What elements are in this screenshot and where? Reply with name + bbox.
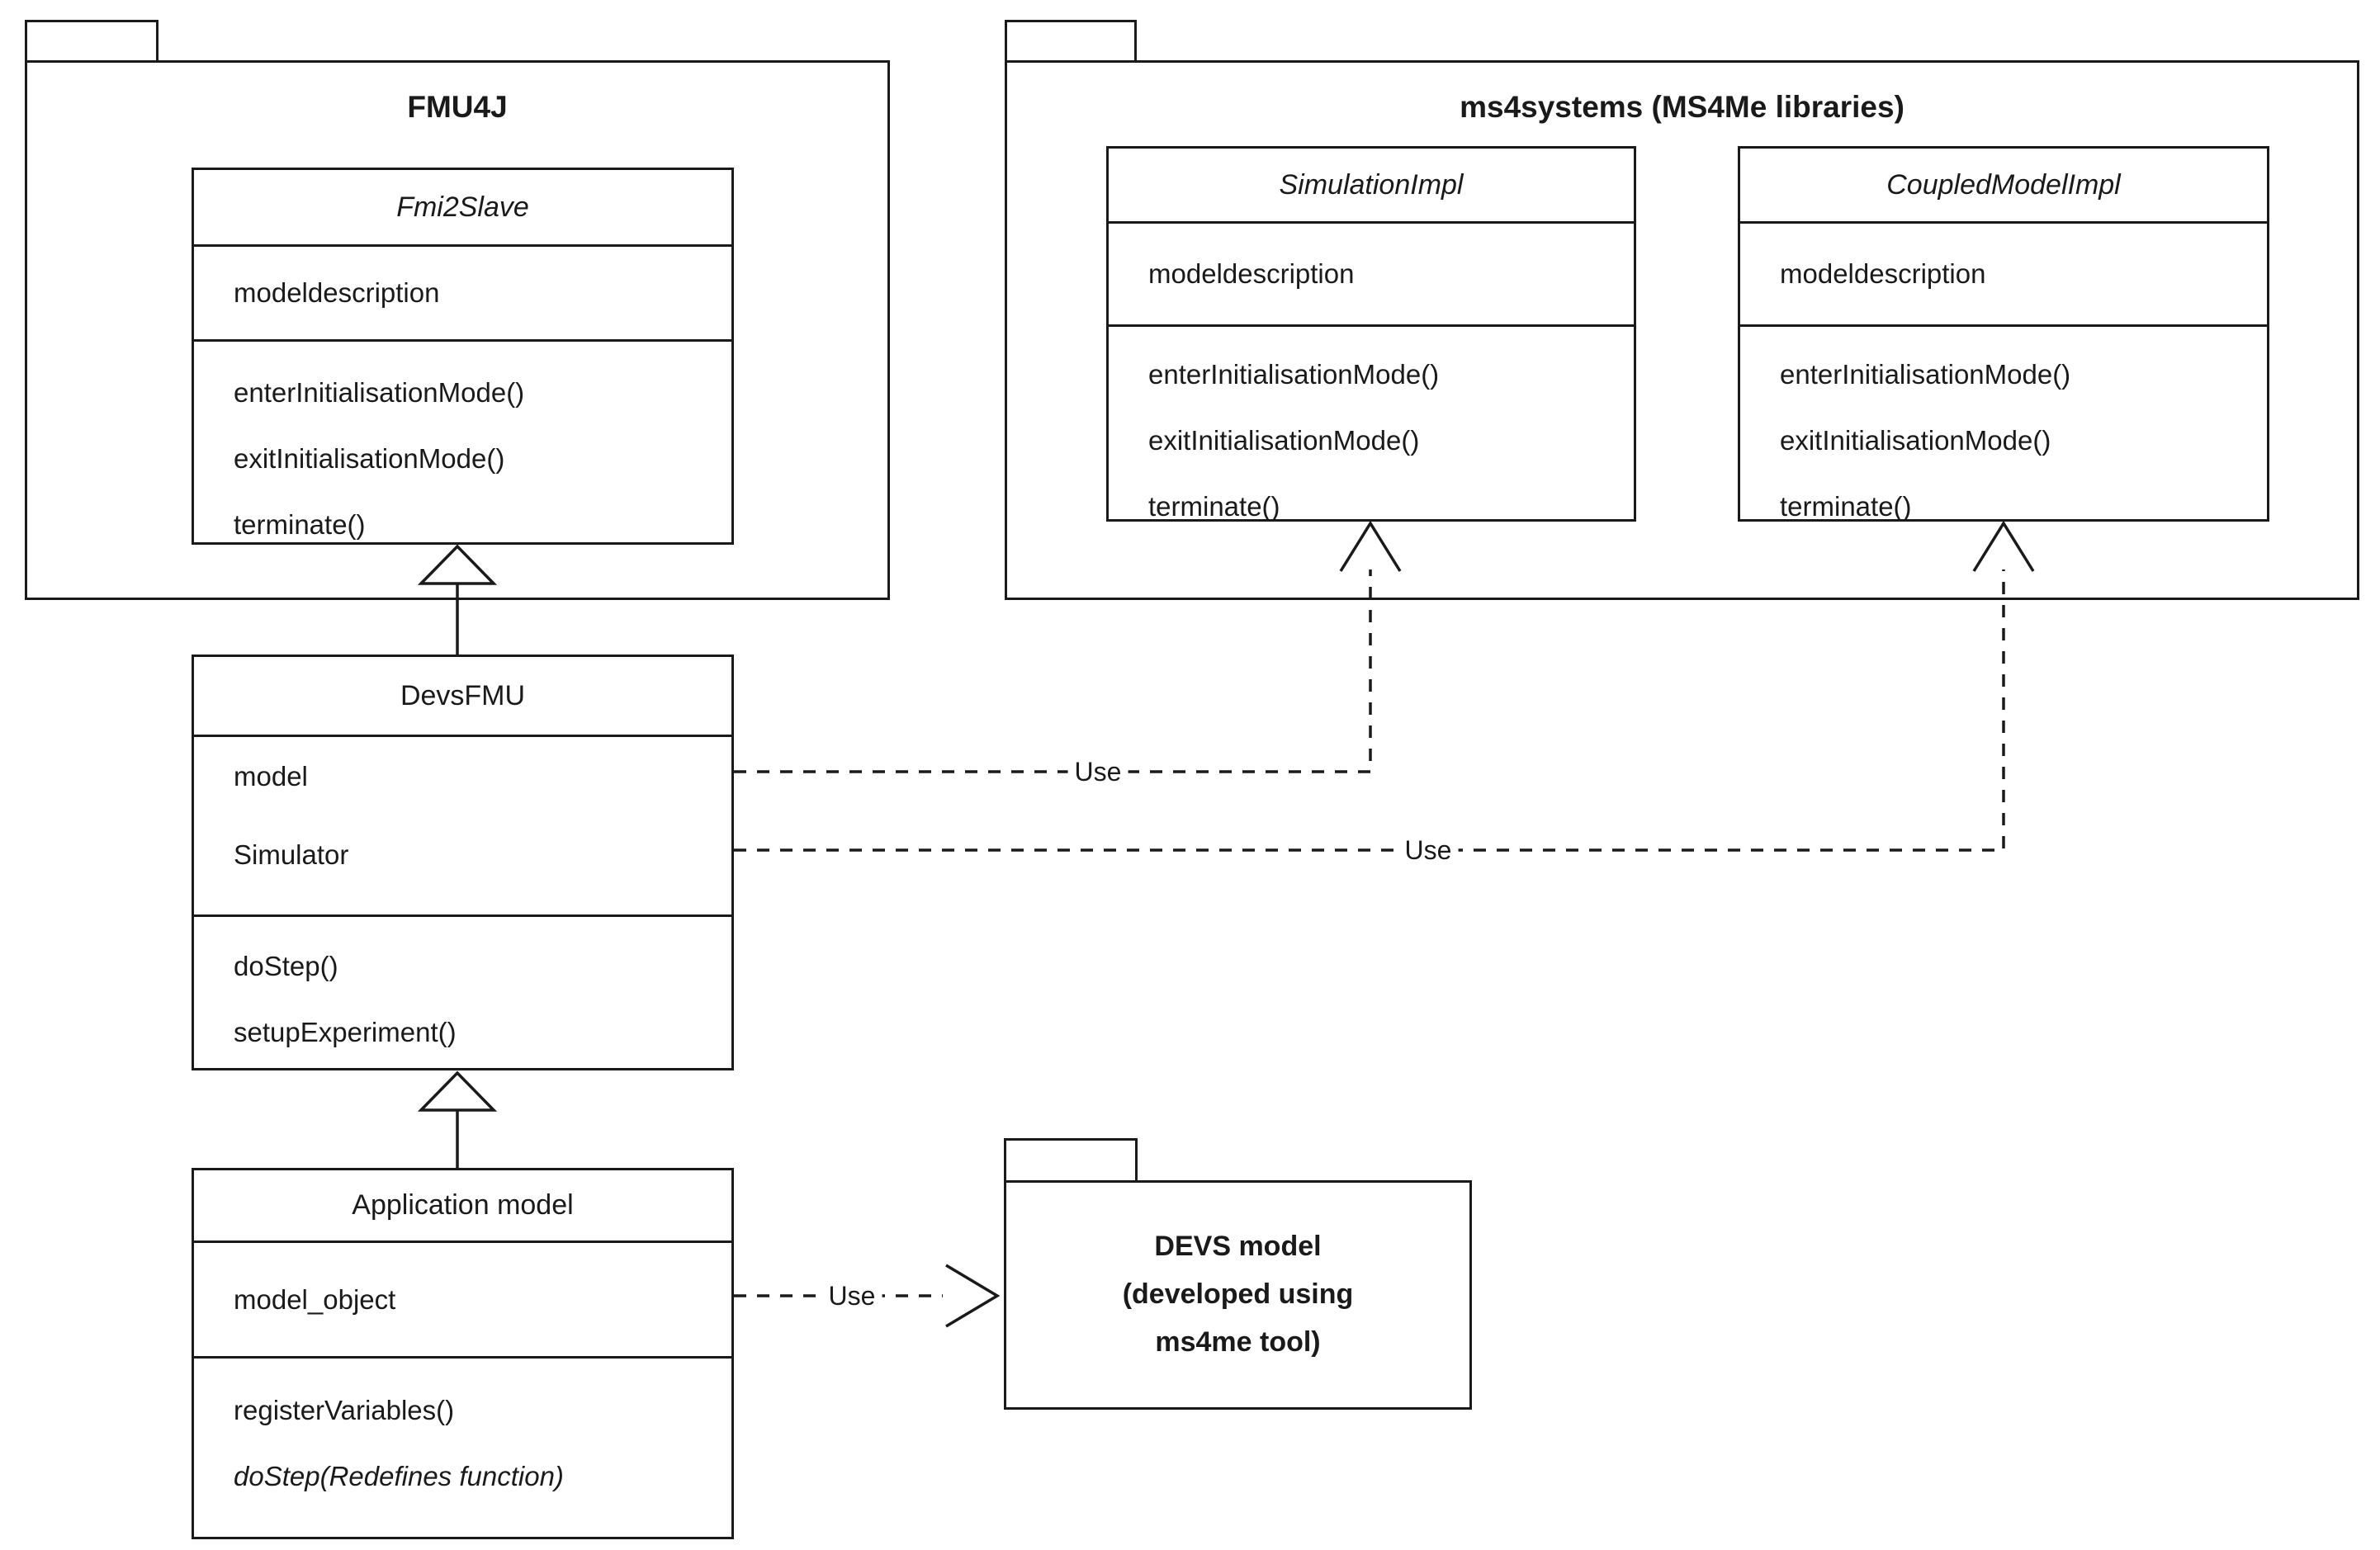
devs-model-package-tab	[1004, 1138, 1138, 1183]
class-fmi2slave-attributes: modeldescription	[194, 244, 731, 339]
class-fmi2slave: Fmi2Slave modeldescription enterInitiali…	[192, 168, 734, 545]
method-item: setupExperiment()	[234, 1017, 457, 1047]
method-item: enterInitialisationMode()	[234, 377, 525, 408]
class-simulationimpl-name-compartment: SimulationImpl	[1109, 149, 1634, 221]
method-item: enterInitialisationMode()	[1148, 359, 1440, 390]
class-application-model: Application model model_object registerV…	[192, 1168, 734, 1539]
class-application-model-attributes: model_object	[194, 1240, 731, 1356]
attribute-item: modeldescription	[1148, 258, 1355, 289]
class-fmi2slave-name-compartment: Fmi2Slave	[194, 170, 731, 244]
attribute-item: modeldescription	[1780, 258, 1986, 289]
use-label-1: Use	[1067, 755, 1128, 788]
method-item: terminate()	[1148, 491, 1280, 522]
class-simulationimpl: SimulationImpl modeldescription enterIni…	[1106, 146, 1636, 522]
fmu4j-package-tab	[25, 20, 159, 63]
class-fmi2slave-name: Fmi2Slave	[396, 191, 529, 223]
generalization-application-model-to-devsfmu	[417, 1070, 498, 1168]
method-item: terminate()	[1780, 491, 1912, 522]
devs-model-package-body: DEVS model (developed using ms4me tool)	[1004, 1180, 1472, 1410]
attribute-item: model_object	[234, 1284, 396, 1315]
class-devsfmu-attributes: model Simulator	[194, 735, 731, 914]
devs-model-package-title: DEVS model (developed using ms4me tool)	[1006, 1222, 1469, 1366]
method-item: doStep()	[234, 951, 338, 981]
method-item: exitInitialisationMode()	[234, 443, 505, 474]
class-devsfmu-methods: doStep() setupExperiment()	[194, 914, 731, 1070]
method-item: terminate()	[234, 509, 366, 540]
class-simulationimpl-name: SimulationImpl	[1279, 168, 1464, 201]
open-arrowhead	[945, 1264, 1001, 1328]
class-coupledmodelimpl: CoupledModelImpl modeldescription enterI…	[1738, 146, 2269, 522]
class-coupledmodelimpl-methods: enterInitialisationMode() exitInitialisa…	[1740, 324, 2267, 522]
class-simulationimpl-methods: enterInitialisationMode() exitInitialisa…	[1109, 324, 1634, 522]
class-application-model-name-compartment: Application model	[194, 1170, 731, 1240]
class-application-model-methods: registerVariables() doStep(Redefines fun…	[194, 1356, 731, 1539]
class-devsfmu-name-compartment: DevsFMU	[194, 657, 731, 735]
devs-model-title-line2: (developed using	[1122, 1278, 1354, 1310]
method-item: exitInitialisationMode()	[1780, 425, 2051, 456]
class-fmi2slave-methods: enterInitialisationMode() exitInitialisa…	[194, 339, 731, 545]
ms4systems-package-title: ms4systems (MS4Me libraries)	[1460, 90, 1904, 124]
devs-model-title-line3: ms4me tool)	[1155, 1326, 1321, 1358]
method-item: doStep(Redefines function)	[234, 1461, 564, 1491]
attribute-item: Simulator	[234, 839, 349, 870]
method-item: registerVariables()	[234, 1395, 455, 1425]
use-label-3: Use	[821, 1279, 882, 1312]
devs-model-title-line1: DEVS model	[1154, 1231, 1322, 1262]
method-item: enterInitialisationMode()	[1780, 359, 2071, 390]
class-coupledmodelimpl-name-compartment: CoupledModelImpl	[1740, 149, 2267, 221]
class-devsfmu: DevsFMU model Simulator doStep() setupEx…	[192, 654, 734, 1070]
hollow-triangle-arrowhead	[417, 1070, 498, 1112]
class-simulationimpl-attributes: modeldescription	[1109, 221, 1634, 324]
class-application-model-name: Application model	[352, 1189, 574, 1221]
class-coupledmodelimpl-attributes: modeldescription	[1740, 221, 2267, 324]
attribute-item: modeldescription	[234, 277, 440, 308]
attribute-item: model	[234, 761, 308, 792]
use-label-2: Use	[1398, 834, 1459, 867]
method-item: exitInitialisationMode()	[1148, 425, 1420, 456]
fmu4j-package-title: FMU4J	[407, 90, 508, 124]
ms4systems-package-tab	[1005, 20, 1137, 63]
class-devsfmu-name: DevsFMU	[400, 679, 526, 711]
class-coupledmodelimpl-name: CoupledModelImpl	[1886, 168, 2121, 201]
